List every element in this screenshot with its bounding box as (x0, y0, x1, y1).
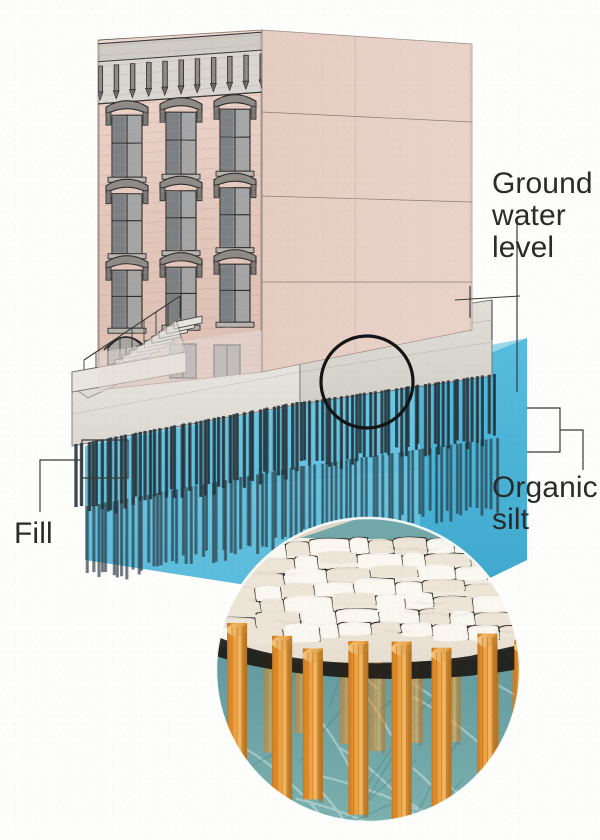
fill-leader (39, 459, 82, 512)
label-ground-water-level: Ground water level (492, 167, 593, 264)
detail-circle-marker (319, 334, 415, 430)
timber-pile-field-lower (85, 438, 500, 580)
basement-band (98, 330, 262, 392)
label-fill: Fill (14, 517, 53, 550)
annotation-leaders (39, 222, 584, 512)
silt-bracket (527, 407, 561, 453)
silt-leader (560, 429, 584, 470)
timber-pile-field-upper (74, 374, 496, 514)
fill-bracket (81, 439, 129, 479)
building (71, 29, 473, 399)
label-organic-silt: Organic silt (492, 471, 598, 536)
groundwater-tick-lower (454, 295, 521, 301)
